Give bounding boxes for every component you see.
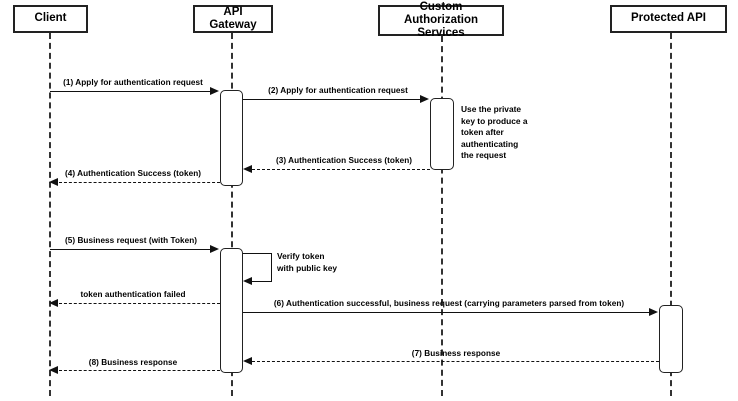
message-label-5: (5) Business request (with Token) [64,236,198,245]
activation-api-gateway-2 [220,248,243,373]
participant-label-client: Client [34,12,67,25]
message-label-token-auth-failed: token authentication failed [80,290,186,299]
participant-box-api-gateway[interactable]: API Gateway [193,5,273,33]
self-message-bottom-segment [252,281,272,282]
lifeline-client [49,33,51,396]
note-custom-authorization-services: Use the private key to produce a token a… [461,104,528,161]
activation-custom-authorization-services-1 [430,98,454,170]
self-message-right-segment [271,253,272,281]
participant-box-protected-api[interactable]: Protected API [610,5,727,33]
message-line-6 [243,312,650,313]
message-arrowhead-5 [210,244,219,253]
self-message-arrowhead [243,276,252,285]
self-message-top-segment [243,253,272,254]
message-arrowhead-7 [243,356,252,365]
message-arrowhead-6 [649,307,658,316]
participant-label-api-gateway: API Gateway [209,5,257,31]
message-label-2: (2) Apply for authentication request [268,86,408,95]
lifeline-custom-authorization-services [441,36,443,396]
message-line-1 [50,91,211,92]
message-line-5 [50,249,211,250]
message-line-4 [59,182,220,183]
self-message-label: Verify token with public key [277,251,338,273]
activation-api-gateway-1 [220,90,243,186]
lifeline-api-gateway [231,33,233,396]
message-arrowhead-2 [420,94,429,103]
message-label-8: (8) Business response [88,358,178,367]
message-line-7 [252,361,659,362]
message-arrowhead-3 [243,164,252,173]
message-line-3 [252,169,430,170]
lifeline-protected-api [670,33,672,396]
message-line-8 [59,370,220,371]
participant-label-custom-authorization-services: Custom Authorization Services [403,0,479,40]
message-arrowhead-token-auth-failed [49,298,58,307]
message-label-6: (6) Authentication successful, business … [273,299,625,308]
participant-label-protected-api: Protected API [631,12,706,25]
participant-box-client[interactable]: Client [13,5,88,33]
message-line-token-auth-failed [59,303,220,304]
message-arrowhead-8 [49,365,58,374]
activation-protected-api-1 [659,305,683,373]
participant-box-custom-authorization-services[interactable]: Custom Authorization Services [378,1,504,39]
message-label-3: (3) Authentication Success (token) [275,156,413,165]
message-label-7: (7) Business response [411,349,501,358]
message-label-4: (4) Authentication Success (token) [64,169,202,178]
message-label-1: (1) Apply for authentication request [63,78,203,87]
message-line-2 [243,99,421,100]
message-arrowhead-4 [49,177,58,186]
message-arrowhead-1 [210,86,219,95]
